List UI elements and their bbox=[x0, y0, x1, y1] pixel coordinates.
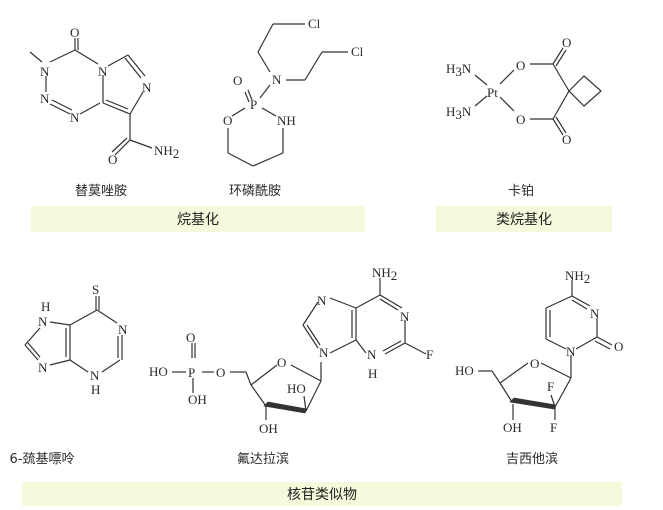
atom-N: N bbox=[317, 293, 327, 308]
atom-H: H bbox=[368, 366, 377, 381]
atom-O: O bbox=[562, 132, 571, 147]
atom-H3N: H3N bbox=[446, 61, 472, 79]
atom-H3N: H3N bbox=[446, 104, 472, 122]
atom-NH: NH bbox=[277, 113, 296, 128]
atom-O: O bbox=[516, 58, 525, 73]
atom-S: S bbox=[92, 282, 99, 297]
atom-N: N bbox=[272, 72, 282, 87]
atom-NH2: NH2 bbox=[154, 143, 179, 161]
atom-F: F bbox=[547, 379, 554, 394]
gemcitabine-structure: NH2 N O N O HO F OH F bbox=[455, 268, 623, 435]
category-band-alkylating: 烷基化 bbox=[31, 206, 365, 232]
atom-HO: HO bbox=[455, 363, 474, 378]
atom-O: O bbox=[562, 35, 571, 50]
carboplatin-structure: H3N H3N Pt O O O O bbox=[446, 35, 602, 147]
atom-OH: OH bbox=[503, 420, 522, 435]
atom-N: N bbox=[40, 64, 50, 79]
atom-O: O bbox=[516, 112, 525, 127]
atom-N: N bbox=[38, 360, 48, 375]
compound-name-fludarabine: 氟达拉滨 bbox=[236, 452, 290, 467]
atom-N: N bbox=[40, 91, 50, 106]
atom-O: O bbox=[277, 355, 286, 370]
atom-O: O bbox=[530, 356, 539, 371]
temozolomide-structure: O N N N N N O NH2 bbox=[29, 25, 179, 167]
category-band-alkylating-like: 类烷基化 bbox=[436, 206, 612, 232]
compound-name-mercaptopurine: 6-巯基嘌呤 bbox=[9, 452, 75, 467]
atom-OH: OH bbox=[188, 392, 207, 407]
atom-O: O bbox=[614, 339, 623, 354]
category-label-nucleoside-analogs: 核苷类似物 bbox=[287, 487, 357, 503]
atom-F: F bbox=[426, 347, 433, 362]
atom-O: O bbox=[216, 365, 225, 380]
atom-N: N bbox=[98, 64, 108, 79]
category-band-nucleoside-analogs: 核苷类似物 bbox=[22, 482, 622, 506]
atom-N: N bbox=[590, 306, 600, 321]
atom-O: O bbox=[70, 25, 79, 40]
compound-name-carboplatin: 卡铂 bbox=[507, 184, 535, 199]
atom-N: N bbox=[38, 314, 48, 329]
compound-name-cyclophosphamide: 环磷酰胺 bbox=[228, 184, 282, 199]
atom-O: O bbox=[223, 113, 232, 128]
atom-HO: HO bbox=[149, 364, 168, 379]
atom-O: O bbox=[186, 330, 195, 345]
atom-N: N bbox=[142, 80, 152, 95]
cyclophosphamide-structure: Cl Cl N O P O NH bbox=[223, 16, 364, 167]
atom-H: H bbox=[91, 382, 100, 397]
category-label-alkylating: 烷基化 bbox=[177, 212, 219, 228]
atom-HO: HO bbox=[287, 381, 306, 396]
category-label-alkylating-like: 类烷基化 bbox=[496, 212, 552, 228]
atom-Cl: Cl bbox=[351, 44, 364, 59]
atom-NH2: NH2 bbox=[372, 265, 397, 283]
compound-name-temozolomide: 替莫唑胺 bbox=[74, 184, 128, 199]
atom-O: O bbox=[233, 73, 242, 88]
atom-N: N bbox=[367, 347, 377, 362]
atom-N: N bbox=[319, 345, 329, 360]
atom-O: O bbox=[108, 152, 117, 167]
atom-P: P bbox=[250, 97, 257, 112]
atom-NH2: NH2 bbox=[565, 268, 590, 286]
mercaptopurine-structure: S H N N N N H bbox=[24, 282, 128, 397]
atom-F: F bbox=[550, 420, 557, 435]
atom-N: N bbox=[118, 322, 128, 337]
atom-Pt: Pt bbox=[487, 85, 498, 100]
fludarabine-structure: O HO P O OH O HO OH N N NH2 N N H F bbox=[149, 265, 433, 436]
atom-H: H bbox=[41, 299, 50, 314]
atom-OH: OH bbox=[259, 421, 278, 436]
atom-N: N bbox=[400, 309, 410, 324]
atom-P: P bbox=[188, 365, 195, 380]
compound-name-gemcitabine: 吉西他滨 bbox=[505, 452, 559, 467]
atom-Cl: Cl bbox=[308, 16, 321, 31]
atom-N: N bbox=[70, 110, 80, 125]
atom-N: N bbox=[566, 344, 576, 359]
atom-N: N bbox=[90, 368, 100, 383]
